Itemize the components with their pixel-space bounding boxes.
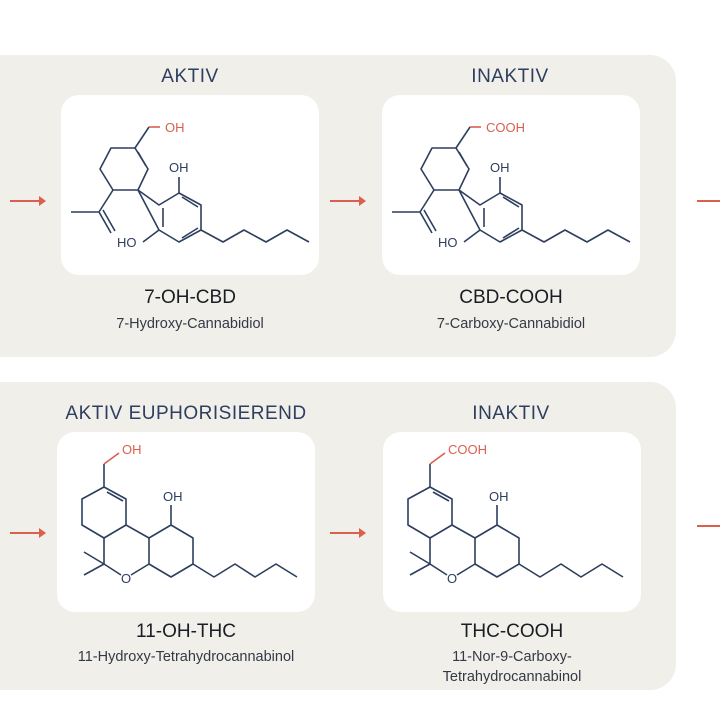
thc-cooh-structure: COOH O OH [407, 442, 624, 586]
arrow-right-icon [697, 525, 720, 527]
compound-name: 7-OH-CBD [144, 287, 236, 308]
status-label: AKTIV [161, 66, 219, 87]
arrow-right-icon [330, 196, 366, 206]
svg-text:OH: OH [169, 160, 189, 175]
svg-text:COOH: COOH [448, 442, 487, 457]
arrow-right-icon [330, 528, 366, 538]
molecule-card-7-oh-cbd: OH OH HO [61, 95, 319, 275]
status-label: AKTIV EUPHORISIEREND [65, 403, 307, 424]
compound-name: THC-COOH [460, 621, 564, 642]
arrow-right-icon [10, 528, 46, 538]
svg-text:OH: OH [490, 160, 510, 175]
svg-text:OH: OH [165, 120, 185, 135]
cbd-structure: OH OH HO [71, 120, 310, 250]
svg-text:COOH: COOH [486, 120, 525, 135]
svg-text:HO: HO [117, 235, 137, 250]
compound-fullname: 7-Carboxy-Cannabidiol [436, 316, 586, 332]
status-label: INAKTIV [471, 66, 549, 87]
compound-name: 11-OH-THC [136, 621, 236, 642]
compound-name: CBD-COOH [459, 287, 563, 308]
svg-text:O: O [121, 571, 131, 586]
compound-fullname: 11-Hydroxy-Tetrahydrocannabinol [77, 649, 295, 665]
arrow-right-icon [10, 196, 46, 206]
compound-fullname: 7-Hydroxy-Cannabidiol [116, 316, 264, 332]
status-label: INAKTIV [472, 403, 550, 424]
molecule-card-thc-cooh: COOH O OH [383, 432, 641, 612]
molecule-card-11-oh-thc: OH O OH [57, 432, 315, 612]
compound-fullname-line1: 11-Nor-9-Carboxy- [452, 649, 572, 665]
cbd-cooh-structure: COOH OH HO [392, 120, 631, 250]
arrow-right-icon [697, 200, 720, 202]
molecule-card-cbd-cooh: COOH OH HO [382, 95, 640, 275]
svg-text:OH: OH [489, 489, 509, 504]
svg-text:OH: OH [163, 489, 183, 504]
svg-text:HO: HO [438, 235, 458, 250]
svg-text:O: O [447, 571, 457, 586]
compound-fullname-line2: Tetrahydrocannabinol [442, 669, 582, 685]
svg-text:OH: OH [122, 442, 142, 457]
thc-structure: OH O OH [81, 442, 298, 586]
